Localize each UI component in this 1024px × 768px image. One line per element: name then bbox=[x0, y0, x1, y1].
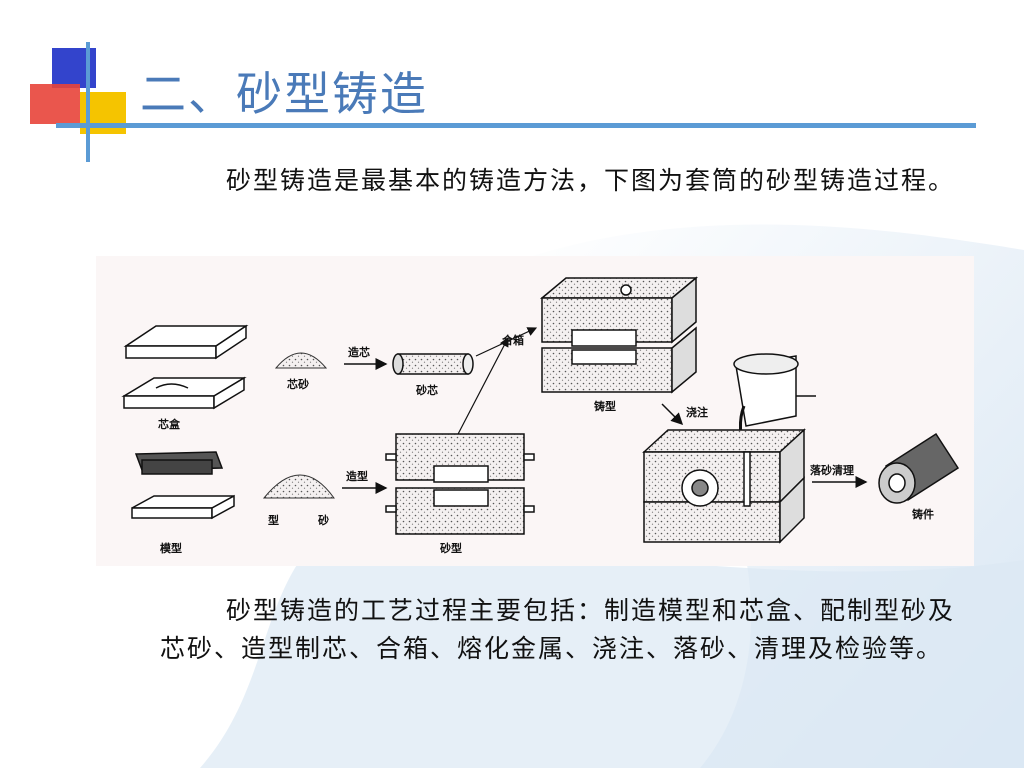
sand-casting-process-diagram: 芯盒 模型 芯砂 型 砂 造芯 砂芯 合箱 造型 砂型 bbox=[96, 256, 974, 566]
arrow-pouring bbox=[661, 403, 684, 426]
label-shakeout-cleaning: 落砂清理 bbox=[810, 463, 854, 477]
casting-mold-figure bbox=[539, 276, 699, 394]
page-title: 二、砂型铸造 bbox=[140, 67, 428, 121]
label-molding: 造型 bbox=[346, 469, 368, 483]
intro-paragraph: 砂型铸造是最基本的铸造方法，下图为套筒的砂型铸造过程。 bbox=[160, 162, 960, 200]
label-core-box: 芯盒 bbox=[158, 417, 181, 431]
ladle-figure bbox=[733, 353, 816, 457]
process-text: 砂型铸造的工艺过程主要包括：制造模型和芯盒、配制型砂及芯砂、造型制芯、合箱、熔化… bbox=[160, 596, 956, 663]
sand-core-figure bbox=[392, 353, 474, 375]
title-decoration bbox=[30, 42, 976, 162]
label-molding-sand-2: 砂 bbox=[318, 513, 329, 527]
intro-text: 砂型铸造是最基本的铸造方法，下图为套筒的砂型铸造过程。 bbox=[226, 166, 956, 195]
label-sand-core: 砂芯 bbox=[416, 383, 438, 397]
label-mold-closing: 合箱 bbox=[502, 333, 524, 347]
pouring-mold-figure bbox=[642, 428, 806, 544]
label-molding-sand-1: 型 bbox=[268, 513, 279, 527]
molding-sand-pile bbox=[262, 474, 335, 499]
label-casting-mold: 铸型 bbox=[594, 399, 616, 413]
label-core-making: 造芯 bbox=[348, 345, 370, 359]
sand-mold-figure bbox=[385, 433, 535, 535]
label-core-sand: 芯砂 bbox=[287, 377, 309, 391]
arrow-mold-to-closing bbox=[455, 336, 509, 439]
label-casting: 铸件 bbox=[912, 507, 934, 521]
label-sand-mold: 砂型 bbox=[440, 541, 462, 555]
label-pattern: 模型 bbox=[160, 541, 182, 555]
pattern-figure bbox=[131, 451, 235, 520]
process-paragraph: 砂型铸造的工艺过程主要包括：制造模型和芯盒、配制型砂及芯砂、造型制芯、合箱、熔化… bbox=[160, 592, 980, 668]
core-box-figure bbox=[121, 324, 249, 410]
core-sand-pile bbox=[274, 352, 328, 369]
label-pouring: 浇注 bbox=[686, 405, 708, 419]
casting-figure bbox=[878, 432, 960, 504]
